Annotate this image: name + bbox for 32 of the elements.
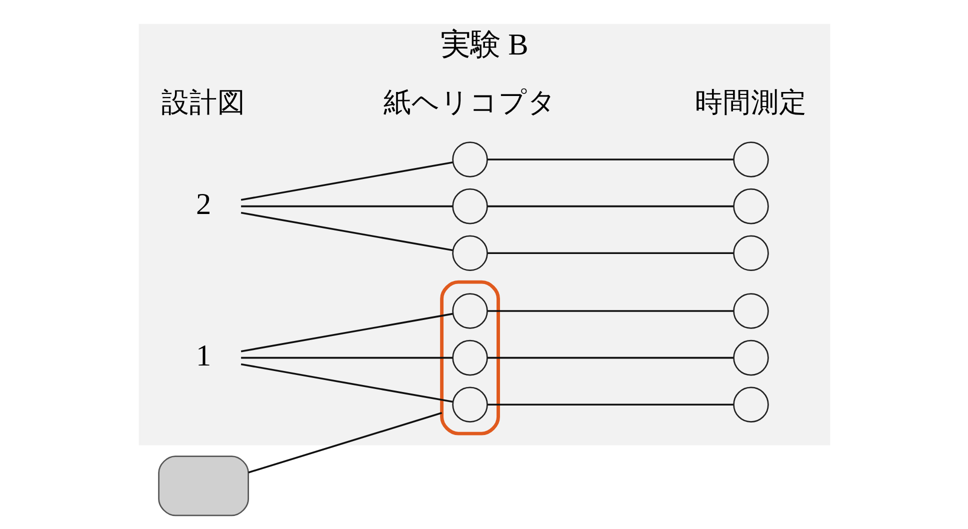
node-circle <box>452 142 488 178</box>
label: 設計図 <box>161 86 246 118</box>
node-circle <box>732 293 768 329</box>
connector <box>487 252 733 254</box>
node-text: 2 <box>195 187 211 222</box>
node-circle <box>452 188 488 224</box>
connector <box>487 158 733 160</box>
label: 紙ヘリコプタ <box>383 86 556 118</box>
label: 時間測定 <box>694 86 806 118</box>
connector <box>240 161 452 201</box>
node-circle <box>452 293 488 329</box>
connector <box>487 310 733 312</box>
node-circle <box>732 235 768 272</box>
connector <box>487 356 733 359</box>
node-circle <box>732 142 768 178</box>
node-circle <box>452 235 488 272</box>
connector <box>240 363 452 403</box>
connector <box>487 404 733 406</box>
connector <box>487 205 733 208</box>
connector <box>248 412 442 474</box>
connector <box>240 356 452 359</box>
node-circle <box>452 386 488 423</box>
node-circle <box>732 386 768 423</box>
node-circle <box>732 188 768 224</box>
connector <box>240 212 452 252</box>
connector <box>240 312 452 352</box>
node-circle <box>452 340 488 376</box>
connector <box>240 205 452 208</box>
node-text: 1 <box>195 338 211 373</box>
node-box <box>158 456 248 516</box>
node-circle <box>732 340 768 376</box>
cluster <box>440 280 500 436</box>
